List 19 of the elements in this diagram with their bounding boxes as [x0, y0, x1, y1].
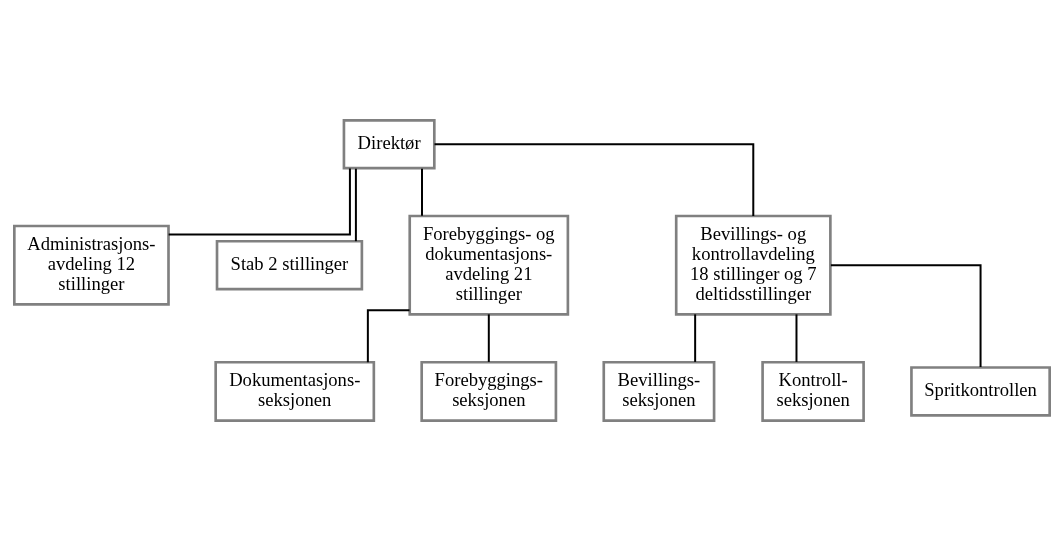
connector	[366, 308, 411, 363]
connector	[433, 142, 755, 217]
node-box: Spritkontrollen	[910, 365, 1051, 417]
node-box: Forebyggings- seksjonen	[420, 360, 558, 422]
connector	[354, 167, 357, 242]
node-box: Forebyggings- og dokumentasjons- avdeling 21 stillinger	[408, 214, 570, 316]
node-box: Dokumentasjons- seksjonen	[214, 360, 376, 422]
connector	[694, 312, 697, 363]
node-box: Stab 2 stillinger	[215, 239, 364, 290]
connector	[167, 166, 351, 236]
node-box: Direktør	[342, 118, 436, 169]
node-box: Kontroll- seksjonen	[761, 360, 865, 422]
node-box: Bevillings- seksjonen	[602, 360, 716, 422]
connector	[829, 263, 982, 368]
node-box: Bevillings- og kontrollavdeling 18 stillinger og 7 deltidsstillinger	[674, 214, 832, 316]
connector	[487, 312, 490, 363]
node-box: Administrasjons- avdeling 12 stillinger	[13, 224, 170, 306]
connector	[795, 312, 798, 363]
connector	[421, 167, 423, 217]
